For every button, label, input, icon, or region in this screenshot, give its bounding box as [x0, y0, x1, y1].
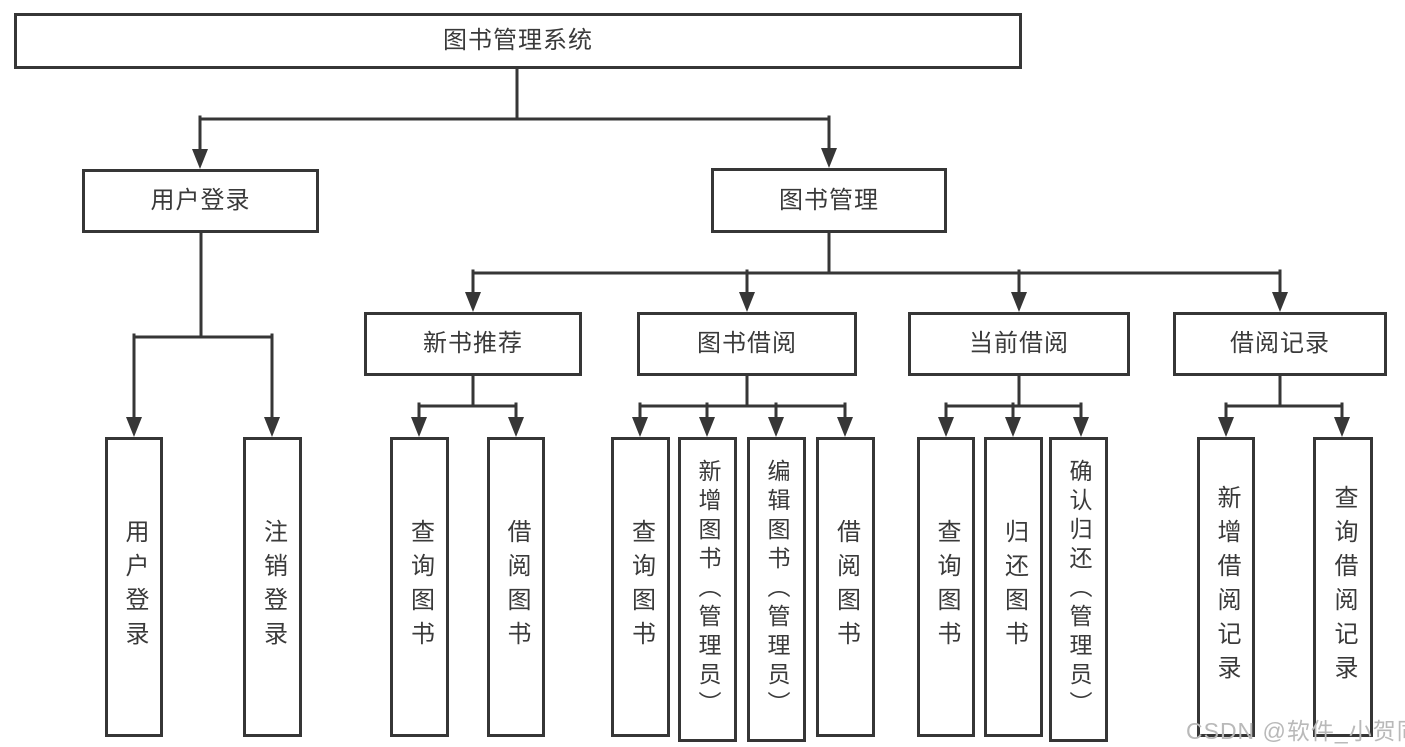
node-leaf-confirm-return-admin: 确认归还（管理员） [1049, 437, 1108, 742]
node-leaf-query-borrow-record: 查询借阅记录 [1313, 437, 1373, 737]
node-borrow-record: 借阅记录 [1173, 312, 1387, 376]
connector-new-book-rec-children [411, 372, 524, 437]
node-book-borrow: 图书借阅 [637, 312, 857, 376]
connector-current-borrow-children [938, 372, 1089, 437]
node-leaf-query-book-borrow: 查询图书 [611, 437, 670, 737]
connector-book-mgmt-children [465, 229, 1288, 312]
node-root: 图书管理系统 [14, 13, 1022, 69]
node-leaf-user-login: 用户登录 [105, 437, 163, 737]
connector-book-borrow-children [632, 372, 853, 437]
node-user-login: 用户登录 [82, 169, 319, 233]
node-leaf-logout: 注销登录 [243, 437, 302, 737]
node-current-borrow: 当前借阅 [908, 312, 1130, 376]
node-leaf-add-borrow-record: 新增借阅记录 [1197, 437, 1255, 737]
connector-user-login-children [126, 229, 280, 437]
node-leaf-borrow-book-borrow: 借阅图书 [816, 437, 875, 737]
connector-borrow-record-children [1218, 372, 1350, 437]
connector-root-to-level2 [192, 65, 837, 169]
node-leaf-borrow-book-rec: 借阅图书 [487, 437, 545, 737]
node-book-mgmt: 图书管理 [711, 168, 947, 233]
csdn-watermark: CSDN @软件_小贺同学 [1186, 718, 1405, 744]
node-leaf-query-book-rec: 查询图书 [390, 437, 449, 737]
node-new-book-rec: 新书推荐 [364, 312, 582, 376]
node-leaf-return-book: 归还图书 [984, 437, 1043, 737]
node-leaf-query-book-current: 查询图书 [917, 437, 975, 737]
node-leaf-add-book-admin: 新增图书（管理员） [678, 437, 737, 742]
node-leaf-edit-book-admin: 编辑图书（管理员） [747, 437, 806, 742]
